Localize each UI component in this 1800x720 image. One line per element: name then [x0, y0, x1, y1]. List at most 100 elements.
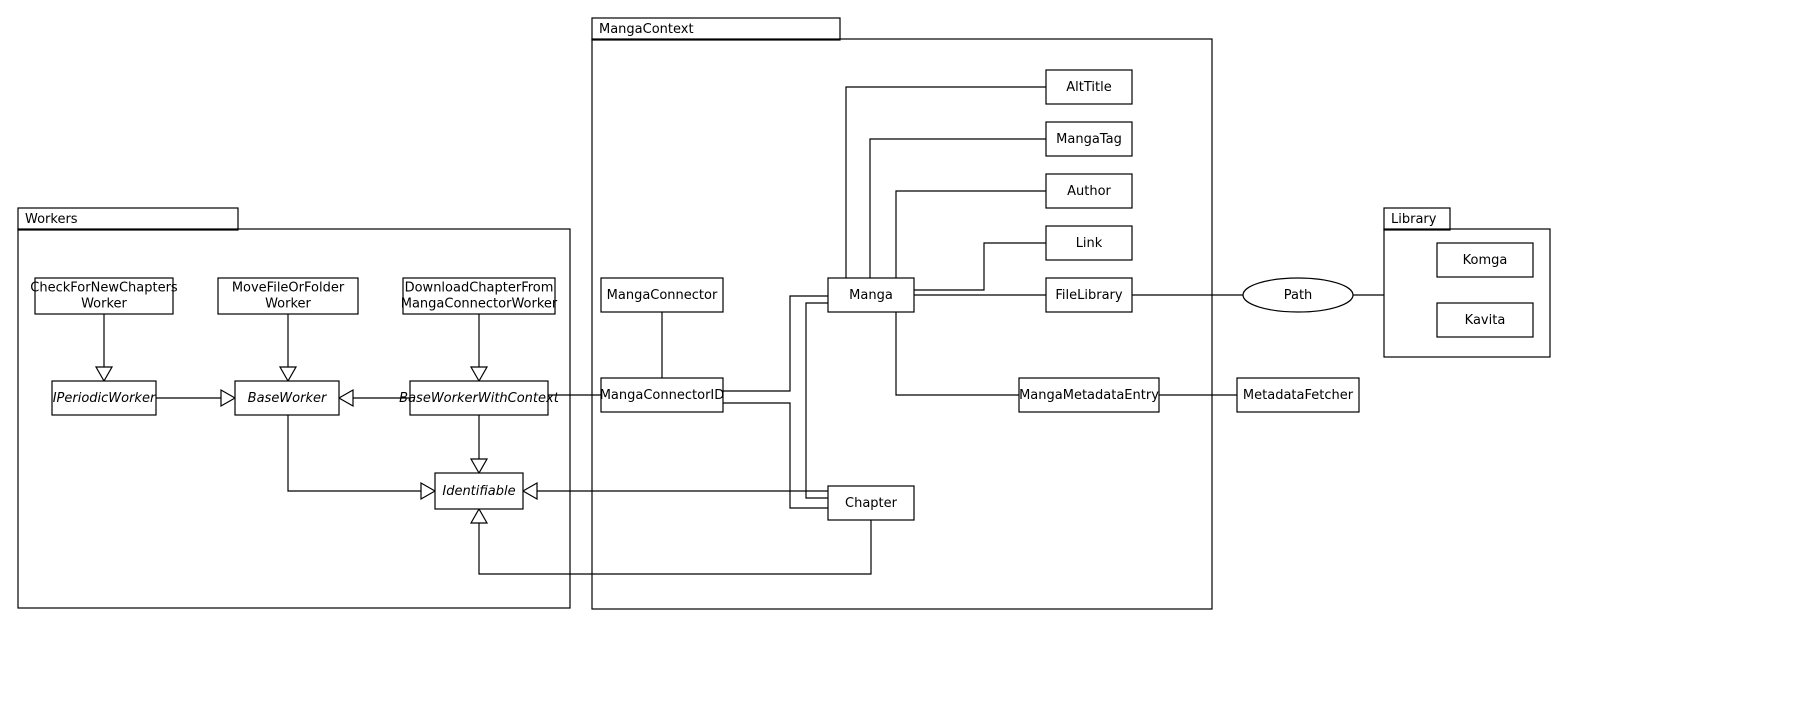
node-mangaconnector-box[interactable] — [600, 277, 724, 313]
edge-mangaconnectorid-to-manga — [723, 295, 828, 392]
node-mangaconnector-label: MangaConnector — [607, 288, 718, 303]
node-path-ellipse[interactable] — [1242, 277, 1354, 313]
node-link-box[interactable] — [1045, 225, 1133, 261]
node-download-chapter-from-manga-connector-worker-label-line2: MangaConnectorWorker — [401, 297, 558, 312]
arrowhead-baseworker-top — [278, 366, 298, 383]
arrowhead-identifiable-left — [420, 481, 437, 501]
node-link[interactable]: Link — [1045, 225, 1133, 261]
package-workers-body — [17, 228, 571, 609]
node-author[interactable]: Author — [1045, 173, 1133, 209]
edge-manga-to-mangatag — [869, 138, 1046, 278]
node-mangametadataentry-box[interactable] — [1018, 377, 1160, 413]
package-workers-tab — [17, 207, 239, 231]
node-chapter-box[interactable] — [827, 485, 915, 521]
node-link-label: Link — [1076, 236, 1103, 251]
node-move-file-or-folder-worker-label-line1: MoveFileOrFolder — [232, 281, 345, 296]
node-komga-box[interactable] — [1436, 242, 1534, 278]
node-kavita-label: Kavita — [1465, 313, 1506, 328]
node-alttitle-label: AltTitle — [1066, 80, 1111, 95]
node-metadatafetcher-label: MetadataFetcher — [1243, 388, 1354, 403]
package-mangacontext-tab — [591, 17, 841, 41]
node-iperiodicworker-box[interactable] — [51, 380, 157, 416]
package-mangacontext: MangaContext — [591, 17, 1213, 610]
node-path-label: Path — [1284, 288, 1313, 303]
node-mangatag[interactable]: MangaTag — [1045, 121, 1133, 157]
arrowhead-identifiable-right — [521, 481, 538, 501]
node-identifiable-box[interactable] — [434, 472, 524, 510]
edge-manga-to-chapter — [805, 302, 828, 499]
node-mangatag-box[interactable] — [1045, 121, 1133, 157]
node-chapter[interactable]: Chapter — [827, 485, 915, 521]
node-identifiable[interactable]: Identifiable — [434, 472, 524, 510]
node-mangaconnectorid[interactable]: MangaConnectorID — [600, 377, 725, 413]
node-alttitle[interactable]: AltTitle — [1045, 69, 1133, 105]
node-author-box[interactable] — [1045, 173, 1133, 209]
node-move-file-or-folder-worker-box[interactable] — [217, 277, 359, 315]
node-baseworker-box[interactable] — [234, 380, 340, 416]
node-manga-label: Manga — [849, 288, 893, 303]
package-workers: Workers — [17, 207, 571, 609]
node-manga-box[interactable] — [827, 277, 915, 313]
node-chapter-label: Chapter — [845, 496, 898, 511]
package-mangacontext-label: MangaContext — [599, 22, 694, 37]
node-komga-label: Komga — [1463, 253, 1508, 268]
package-library-tab — [1383, 207, 1451, 231]
node-baseworkerwithcontext-label: BaseWorkerWithContext — [399, 391, 560, 406]
node-check-for-new-chapters-worker[interactable]: CheckForNewChapters Worker — [30, 277, 178, 315]
package-library-label: Library — [1391, 212, 1437, 227]
node-filelibrary-label: FileLibrary — [1055, 288, 1123, 303]
node-metadatafetcher-box[interactable] — [1236, 377, 1360, 413]
node-download-chapter-from-manga-connector-worker-box[interactable] — [402, 277, 556, 315]
node-baseworkerwithcontext-box[interactable] — [409, 380, 549, 416]
edge-manga-to-link — [914, 242, 1046, 291]
arrowhead-iperiodicworker-top — [94, 366, 114, 383]
node-layer: CheckForNewChapters Worker MoveFileOrFol… — [30, 69, 1534, 521]
arrowhead-identifiable-bottom — [469, 507, 489, 524]
node-alttitle-box[interactable] — [1045, 69, 1133, 105]
node-kavita-box[interactable] — [1436, 302, 1534, 338]
node-check-for-new-chapters-worker-box[interactable] — [34, 277, 174, 315]
package-library: Library — [1383, 207, 1551, 358]
node-path[interactable]: Path — [1242, 277, 1354, 313]
node-identifiable-label: Identifiable — [442, 484, 515, 499]
package-workers-label: Workers — [25, 212, 78, 227]
package-library-body — [1383, 228, 1551, 358]
node-check-for-new-chapters-worker-label-line2: Worker — [81, 297, 127, 312]
edge-mangaconnectorid-to-chapter — [723, 402, 828, 509]
node-iperiodicworker[interactable]: IPeriodicWorker — [51, 380, 157, 416]
package-mangacontext-body — [591, 38, 1213, 610]
node-mangaconnectorid-label: MangaConnectorID — [600, 388, 725, 403]
arrowhead-baseworker-right — [337, 388, 354, 408]
node-baseworkerwithcontext[interactable]: BaseWorkerWithContext — [399, 380, 560, 416]
node-metadatafetcher[interactable]: MetadataFetcher — [1236, 377, 1360, 413]
node-komga[interactable]: Komga — [1436, 242, 1534, 278]
node-baseworker-label: BaseWorker — [248, 391, 328, 406]
node-mangatag-label: MangaTag — [1056, 132, 1122, 147]
arrowhead-baseworker-left — [220, 388, 237, 408]
node-filelibrary-box[interactable] — [1045, 277, 1133, 313]
node-baseworker[interactable]: BaseWorker — [234, 380, 340, 416]
node-download-chapter-from-manga-connector-worker[interactable]: DownloadChapterFrom MangaConnectorWorker — [401, 277, 558, 315]
edge-manga-to-author — [895, 190, 1046, 278]
node-mangametadataentry-label: MangaMetadataEntry — [1019, 388, 1159, 403]
node-kavita[interactable]: Kavita — [1436, 302, 1534, 338]
node-mangaconnectorid-box[interactable] — [600, 377, 724, 413]
node-mangametadataentry[interactable]: MangaMetadataEntry — [1018, 377, 1160, 413]
arrowhead-identifiable-top — [469, 458, 489, 475]
arrowhead-baseworkerwithcontext-top — [469, 366, 489, 383]
node-author-label: Author — [1067, 184, 1111, 199]
node-move-file-or-folder-worker[interactable]: MoveFileOrFolder Worker — [217, 277, 359, 315]
edge-chapter-to-identifiable — [478, 520, 872, 575]
edge-baseworker-to-identifiable — [287, 415, 428, 492]
node-manga[interactable]: Manga — [827, 277, 915, 313]
node-move-file-or-folder-worker-label-line2: Worker — [265, 297, 311, 312]
edge-manga-to-mangametadataentry — [895, 312, 1019, 396]
node-download-chapter-from-manga-connector-worker-label-line1: DownloadChapterFrom — [405, 281, 554, 296]
node-filelibrary[interactable]: FileLibrary — [1045, 277, 1133, 313]
node-iperiodicworker-label: IPeriodicWorker — [53, 391, 157, 406]
node-check-for-new-chapters-worker-label-line1: CheckForNewChapters — [30, 281, 178, 296]
node-mangaconnector[interactable]: MangaConnector — [600, 277, 724, 313]
edge-manga-to-alttitle — [845, 86, 1046, 278]
